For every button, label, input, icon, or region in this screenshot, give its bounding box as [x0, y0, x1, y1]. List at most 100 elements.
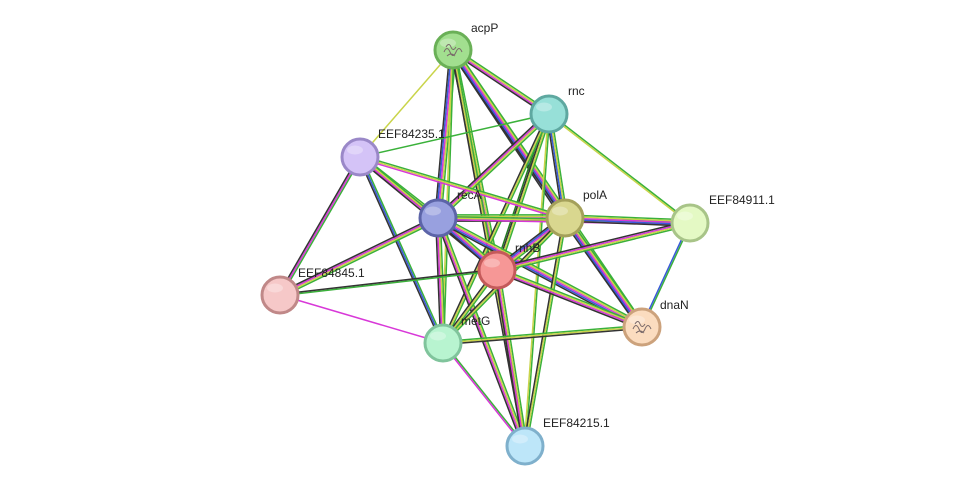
- node-circle[interactable]: [505, 426, 545, 466]
- protein-structure-icon: [632, 321, 652, 334]
- edge-line-blue: [564, 218, 690, 226]
- edge-rnhb-eef84215-1[interactable]: [493, 269, 529, 447]
- node-circle[interactable]: [418, 198, 458, 238]
- edge-line-yellow: [565, 216, 644, 327]
- node-label: recA: [457, 188, 482, 202]
- edge-line-yellow: [438, 50, 456, 219]
- edge-line-black: [493, 270, 524, 447]
- node-highlight: [677, 211, 693, 221]
- edge-line-yellow: [442, 113, 550, 344]
- node-eef84845-1[interactable]: EEF84845.1: [260, 266, 365, 315]
- edge-line-magenta: [279, 294, 444, 344]
- node-circle[interactable]: [477, 250, 517, 290]
- edge-line-yellow: [438, 114, 551, 220]
- edge-line-magenta: [279, 156, 361, 296]
- node-rnc[interactable]: rnc: [529, 84, 585, 134]
- edge-line-magenta: [436, 218, 525, 447]
- edge-line-green: [439, 217, 447, 343]
- edge-rnc-eef84235-1[interactable]: [359, 113, 550, 158]
- node-label: polA: [583, 188, 607, 202]
- edge-line-green: [280, 157, 362, 297]
- edge-rnc-eef84215-1[interactable]: [523, 113, 551, 447]
- edge-line-green: [443, 50, 455, 344]
- edge-line-black: [496, 220, 690, 269]
- node-circle[interactable]: [423, 323, 463, 363]
- edge-pola-dnan[interactable]: [561, 215, 646, 330]
- edge-rnhb-eef84845-1[interactable]: [279, 268, 498, 297]
- edge-line-magenta: [564, 217, 691, 224]
- edge-line-magenta: [437, 217, 643, 328]
- edge-line-magenta: [496, 270, 642, 329]
- edge-eef84235-1-pola[interactable]: [359, 154, 566, 221]
- edge-reca-eef84215-1[interactable]: [435, 216, 528, 448]
- node-label: acpP: [471, 21, 498, 35]
- edge-line-black: [443, 327, 643, 346]
- edge-line-green: [359, 113, 550, 158]
- node-circle[interactable]: [433, 30, 473, 70]
- node-label: EEF84845.1: [298, 266, 365, 280]
- node-rnhb[interactable]: rnhB: [477, 241, 540, 290]
- edge-line-yellow: [565, 215, 691, 223]
- edge-eef84235-1-eef84845-1[interactable]: [278, 155, 362, 297]
- node-highlight: [347, 145, 363, 155]
- edge-line-yellow: [497, 114, 551, 271]
- node-eef84911-1[interactable]: EEF84911.1: [670, 193, 775, 243]
- edge-eef84845-1-metg[interactable]: [279, 294, 444, 344]
- node-highlight: [267, 283, 283, 293]
- edge-pola-eef84911-1[interactable]: [564, 214, 691, 227]
- edge-line-black: [278, 215, 438, 294]
- node-circle[interactable]: [670, 203, 710, 243]
- edge-eef84911-1-rnhb[interactable]: [496, 220, 691, 273]
- node-eef84215-1[interactable]: EEF84215.1: [505, 416, 610, 466]
- edge-line-green: [565, 214, 691, 221]
- edge-line-green: [439, 214, 644, 325]
- edge-line-green: [440, 50, 457, 219]
- edge-line-green: [525, 114, 551, 447]
- edge-acpp-reca[interactable]: [434, 49, 457, 219]
- node-circle[interactable]: [260, 275, 300, 315]
- edge-line-green: [454, 47, 646, 326]
- node-circle[interactable]: [622, 307, 662, 347]
- edge-metg-eef84215-1[interactable]: [441, 342, 527, 447]
- edge-line-yellow: [497, 268, 643, 327]
- node-highlight: [425, 206, 441, 216]
- node-circle[interactable]: [529, 94, 569, 134]
- node-eef84235-1[interactable]: EEF84235.1: [340, 127, 445, 177]
- edge-line-green: [439, 216, 528, 446]
- node-dnan[interactable]: dnaN: [622, 298, 689, 347]
- edge-reca-metg[interactable]: [434, 217, 447, 344]
- edge-line-yellow: [497, 223, 691, 272]
- edge-line-magenta: [495, 270, 525, 447]
- edge-acpp-eef84235-1[interactable]: [359, 49, 454, 158]
- edge-line-magenta: [279, 216, 438, 295]
- node-reca[interactable]: recA: [418, 188, 482, 238]
- edge-line-magenta: [436, 218, 443, 344]
- edge-line-black: [434, 49, 451, 218]
- edge-reca-eef84845-1[interactable]: [278, 215, 440, 298]
- node-circle[interactable]: [545, 198, 585, 238]
- edge-line-green: [525, 218, 568, 447]
- edge-rnhb-dnan[interactable]: [495, 267, 644, 330]
- node-pola[interactable]: polA: [545, 188, 607, 238]
- node-label: EEF84215.1: [543, 416, 610, 430]
- protein-structure-icon: [443, 44, 463, 57]
- edge-rnc-reca[interactable]: [435, 111, 552, 221]
- edge-line-black: [495, 271, 642, 330]
- node-acpp[interactable]: acpP: [433, 21, 498, 70]
- node-label: rnc: [568, 84, 585, 98]
- edge-line-blue: [435, 49, 453, 218]
- edge-eef84235-1-metg[interactable]: [357, 156, 446, 344]
- edge-line-magenta: [441, 343, 525, 447]
- edge-metg-dnan[interactable]: [442, 324, 643, 346]
- node-highlight: [512, 434, 528, 444]
- edge-rnc-eef84911-1[interactable]: [548, 112, 691, 225]
- edge-line-black: [278, 155, 360, 295]
- node-metg[interactable]: metG: [423, 314, 490, 363]
- node-highlight: [552, 206, 568, 216]
- edge-line-magenta: [359, 157, 565, 221]
- edge-rnc-metg[interactable]: [440, 113, 552, 344]
- node-label: EEF84911.1: [709, 193, 775, 207]
- node-circle[interactable]: [340, 137, 380, 177]
- node-highlight: [430, 331, 446, 341]
